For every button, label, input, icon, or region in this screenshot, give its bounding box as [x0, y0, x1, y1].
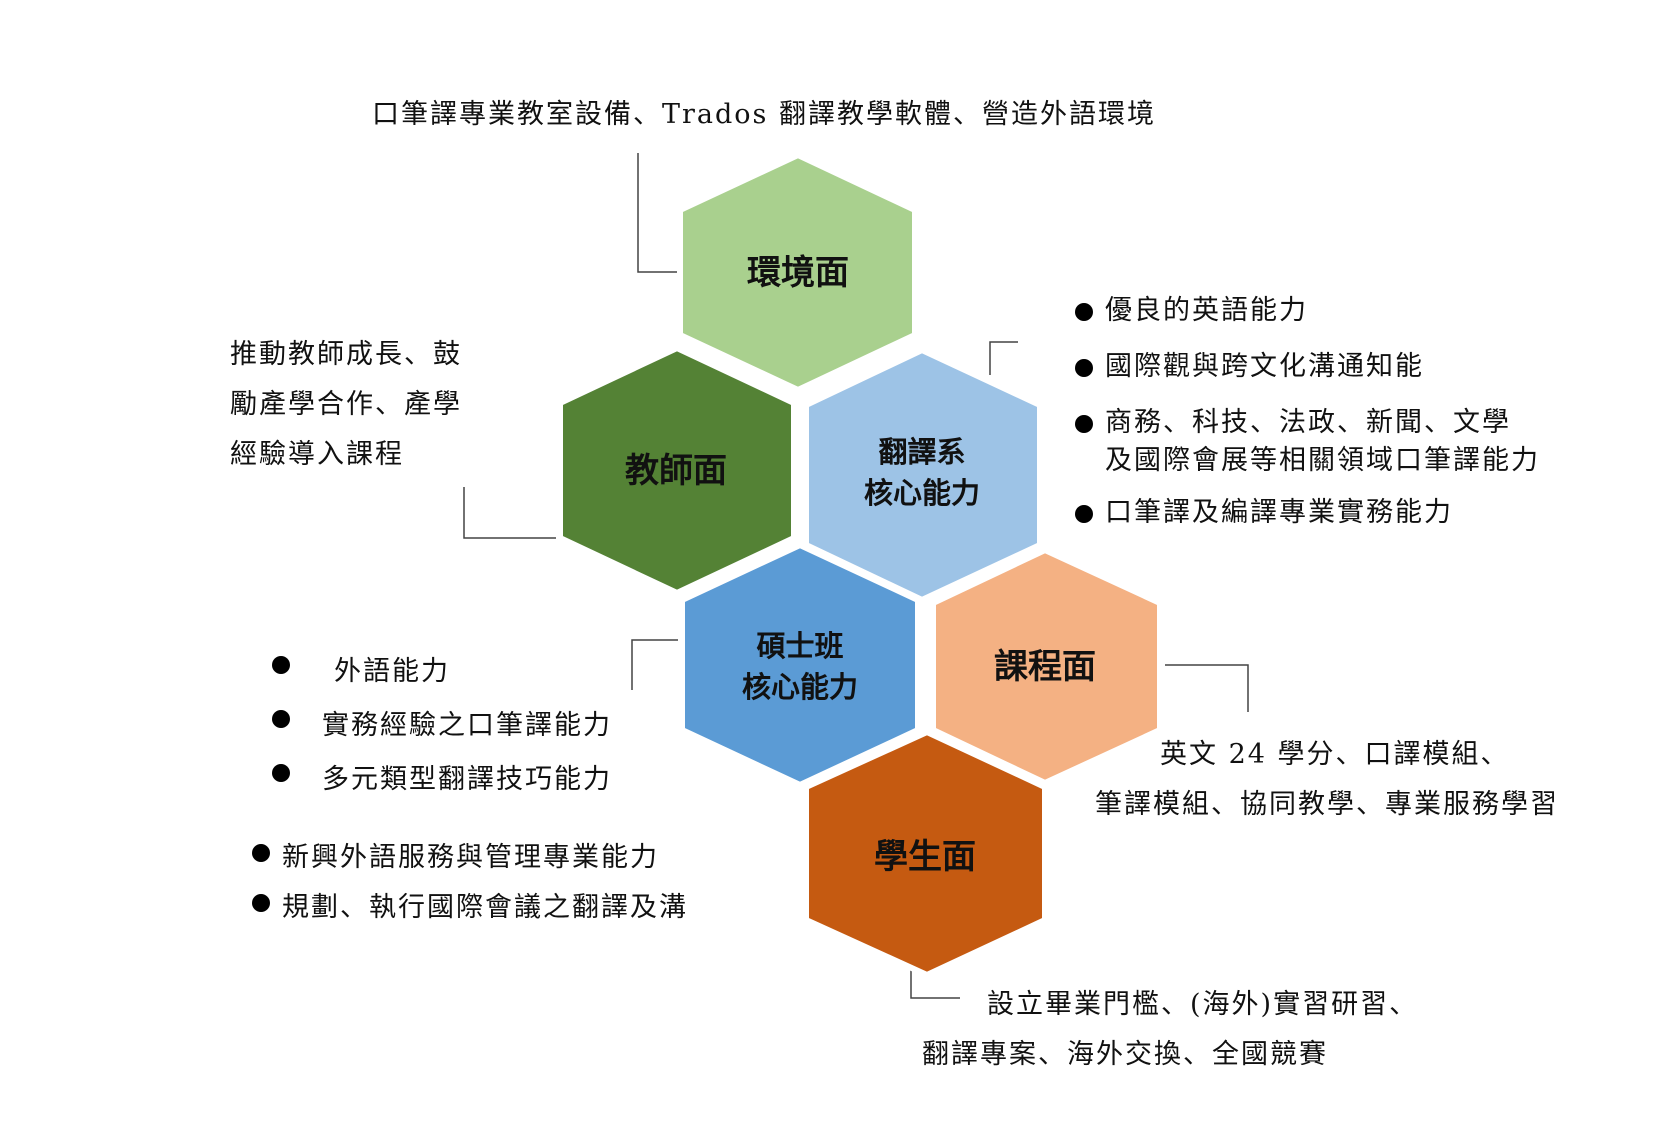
dept-core-hexagon — [803, 346, 1043, 604]
student-label: 學生面 — [874, 837, 976, 877]
student-line: 翻譯專案、海外交換、全國競賽 — [922, 1039, 1328, 1070]
environment-description: 口筆譯專業教室設備、Trados 翻譯教學軟體、營造外語環境 — [372, 99, 1156, 130]
dept-core-label-line2: 核心能力 — [864, 476, 980, 510]
list-item: 外語能力 — [272, 645, 612, 699]
master-core-label-line2: 核心能力 — [742, 670, 858, 704]
environment-connector — [637, 153, 678, 273]
dept-core-list: 優良的英語能力 國際觀與跨文化溝通知能 商務、科技、法政、新聞、文學 及國際會展… — [1075, 292, 1540, 532]
list-item-continuation: 及國際會展等相關領域口筆譯能力 — [1105, 445, 1540, 476]
teacher-label: 教師面 — [625, 451, 727, 491]
list-item: 實務經驗之口筆譯能力 — [272, 699, 612, 753]
list-item: 國際觀與跨文化溝通知能 — [1075, 348, 1540, 386]
master-core-connector — [631, 639, 678, 690]
list-item: 商務、科技、法政、新聞、文學 — [1075, 404, 1540, 442]
master-core-label-line1: 碩士班 — [756, 629, 843, 663]
teacher-line: 勵產學合作、產學 — [230, 389, 462, 420]
teacher-hexagon — [557, 344, 797, 597]
master-core-list: 外語能力 實務經驗之口筆譯能力 多元類型翻譯技巧能力 — [272, 645, 612, 807]
master-core-hexagon — [679, 541, 921, 789]
master-extra-list: 新興外語服務與管理專業能力 規劃、執行國際會議之翻譯及溝 — [252, 833, 688, 933]
curriculum-connector — [1165, 664, 1249, 712]
teacher-connector — [463, 487, 556, 539]
student-connector — [910, 970, 960, 999]
list-item: 優良的英語能力 — [1075, 292, 1540, 330]
environment-label: 環境面 — [747, 253, 849, 293]
dept-core-connector — [989, 341, 1018, 375]
curriculum-line: 英文 24 學分、口譯模組、 — [1160, 739, 1510, 770]
curriculum-label: 課程面 — [994, 647, 1096, 687]
list-item: 新興外語服務與管理專業能力 — [252, 833, 688, 883]
teacher-line: 經驗導入課程 — [230, 439, 404, 470]
student-line: 設立畢業門檻、(海外)實習研習、 — [987, 989, 1419, 1020]
list-item: 口筆譯及編譯專業實務能力 — [1075, 494, 1540, 532]
curriculum-hexagon — [930, 546, 1163, 787]
list-item: 多元類型翻譯技巧能力 — [272, 753, 612, 807]
teacher-description: 推動教師成長、鼓 勵產學合作、產學 經驗導入課程 — [230, 330, 462, 480]
student-description: 設立畢業門檻、(海外)實習研習、 翻譯專案、海外交換、全國競賽 — [922, 980, 1418, 1080]
environment-hexagon — [677, 151, 918, 394]
teacher-line: 推動教師成長、鼓 — [230, 339, 462, 370]
student-hexagon — [803, 728, 1048, 979]
curriculum-line: 筆譯模組、協同教學、專業服務學習 — [1095, 789, 1559, 820]
dept-core-label-line1: 翻譯系 — [878, 435, 965, 469]
curriculum-description: 英文 24 學分、口譯模組、 筆譯模組、協同教學、專業服務學習 — [1095, 730, 1559, 830]
list-item: 規劃、執行國際會議之翻譯及溝 — [252, 883, 688, 933]
